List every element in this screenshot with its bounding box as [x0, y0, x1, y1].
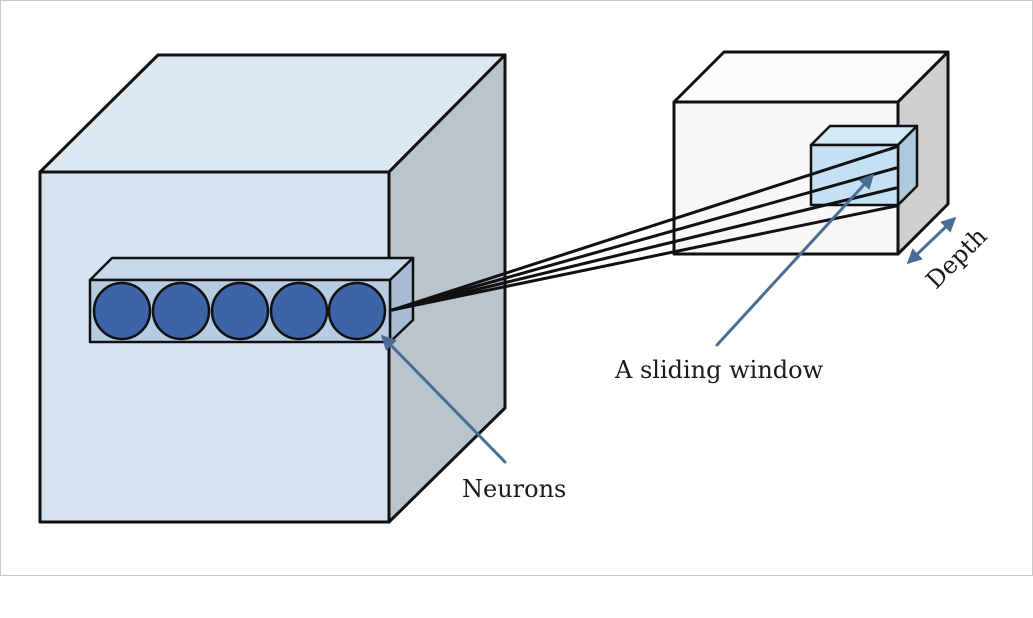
sliding-window-pointer-arrow: [715, 173, 875, 347]
input-volume-front-face: [38, 170, 391, 524]
neuron: [269, 281, 329, 341]
sliding-window-cube: [809, 124, 919, 207]
neurons-group: [92, 281, 387, 341]
neurons-label: Neurons: [462, 475, 566, 503]
neuron: [210, 281, 270, 341]
connection-line: [390, 166, 898, 312]
sliding-window-label: A sliding window: [614, 356, 824, 384]
neuron: [327, 281, 387, 341]
connection-line: [390, 204, 898, 312]
depth-label: Depth: [920, 222, 992, 294]
connection-line: [390, 186, 898, 312]
neuron-bar-top-face: [88, 256, 415, 282]
connection-line: [390, 145, 898, 312]
receptive-field-lines: [390, 145, 898, 312]
neurons-pointer-arrow: [380, 334, 507, 464]
input-volume-cube: [38, 53, 507, 524]
depth-double-arrow: [906, 216, 957, 265]
neuron: [92, 281, 152, 341]
annotation-arrows: [380, 173, 957, 464]
neuron: [151, 281, 211, 341]
